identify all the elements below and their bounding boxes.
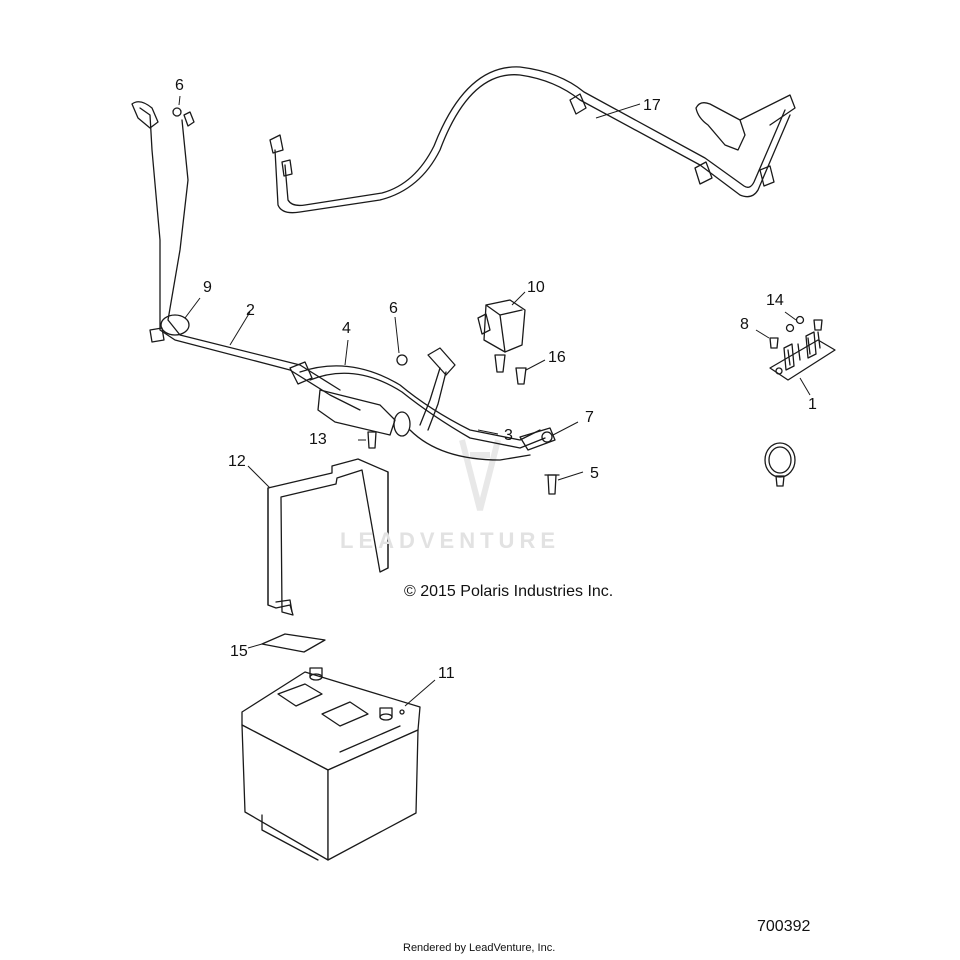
clamp-9: [184, 297, 201, 319]
callout-13: 13: [309, 431, 327, 448]
battery-cables-3-4: [299, 339, 556, 461]
callout-17: 17: [643, 97, 661, 114]
nuts-6: [172, 95, 408, 366]
bolts-16: [494, 354, 546, 385]
callout-12: 12: [228, 453, 246, 470]
callout-9: 9: [203, 279, 212, 296]
callout-1: 1: [808, 396, 817, 413]
cable-assembly-17: [269, 66, 796, 214]
copyright-text: © 2015 Polaris Industries Inc.: [404, 583, 614, 600]
harness-2: [131, 101, 411, 437]
callout-6-mid: 6: [389, 300, 398, 317]
battery-pad-15: [247, 633, 326, 653]
watermark-logo: [459, 439, 501, 511]
callout-10: 10: [527, 279, 545, 296]
hose-clamp: [764, 442, 796, 487]
solenoid-10: [477, 291, 526, 353]
document-number: 700392: [757, 918, 811, 935]
callout-2: 2: [246, 302, 255, 319]
battery-bracket-12: [247, 458, 389, 616]
callout-7: 7: [585, 409, 594, 426]
terminal-block-1: [769, 331, 836, 396]
battery-11: [241, 667, 436, 861]
watermark-text: LEADVENTURE: [340, 528, 561, 553]
callout-16: 16: [548, 349, 566, 366]
callout-4: 4: [342, 320, 351, 337]
callout-11: 11: [438, 665, 455, 682]
bolt-5: [544, 471, 584, 495]
callout-3: 3: [504, 427, 513, 444]
callout-8: 8: [740, 316, 749, 333]
rendered-by-footer: Rendered by LeadVenture, Inc.: [403, 942, 556, 954]
callout-15: 15: [230, 643, 248, 660]
callout-14: 14: [766, 292, 784, 309]
fasteners-8-14: [755, 311, 823, 349]
callout-5: 5: [590, 465, 599, 482]
bolt-13: [358, 431, 377, 449]
callout-6-top: 6: [175, 77, 184, 94]
nut-7: [541, 421, 579, 443]
